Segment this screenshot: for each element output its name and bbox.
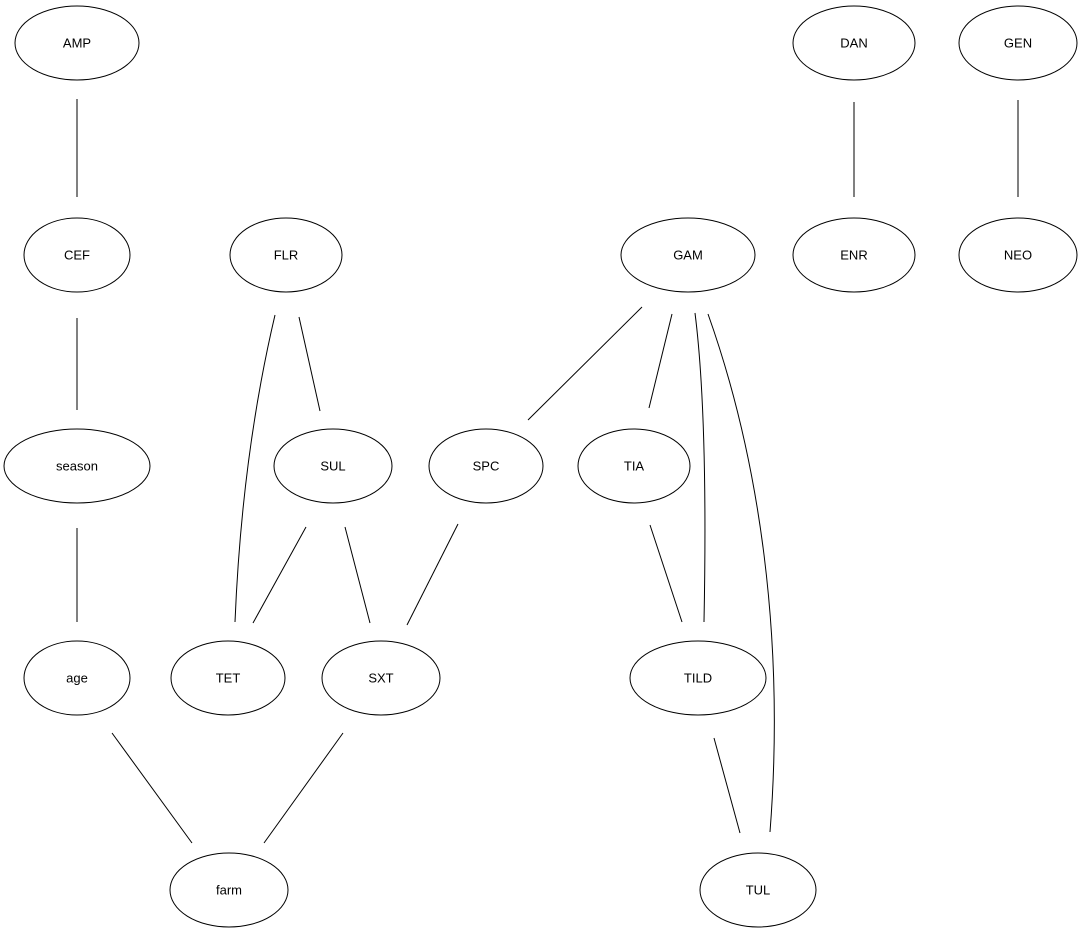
node-NEO: NEO — [958, 217, 1078, 293]
edge-SUL-SXT — [344, 526, 371, 624]
node-label-DAN: DAN — [840, 36, 867, 51]
node-label-season: season — [56, 459, 98, 474]
edge-GAM-TILD — [694, 312, 706, 623]
edge-TIA-TILD — [649, 524, 683, 623]
node-label-TUL: TUL — [746, 883, 771, 898]
node-age: age — [23, 640, 131, 716]
node-DAN: DAN — [792, 5, 916, 81]
edge-age-farm — [111, 732, 193, 844]
node-SPC: SPC — [428, 428, 544, 504]
node-TET: TET — [170, 640, 286, 716]
node-FLR: FLR — [229, 217, 343, 293]
node-label-age: age — [66, 671, 88, 686]
node-TILD: TILD — [629, 640, 767, 716]
node-SXT: SXT — [321, 640, 441, 716]
edge-GAM-TUL — [707, 313, 775, 833]
node-GAM: GAM — [620, 217, 756, 293]
edge-SPC-SXT — [406, 523, 459, 626]
edge-SXT-farm — [263, 732, 344, 844]
edge-GAM-TIA — [648, 313, 673, 409]
nodes-layer: AMP DAN GEN CEF FLR GAM ENR NEO season S… — [3, 5, 1078, 928]
node-SUL: SUL — [273, 428, 393, 504]
node-label-GAM: GAM — [673, 248, 703, 263]
edge-FLR-TET — [234, 314, 276, 623]
edge-TILD-TUL — [713, 737, 741, 834]
node-TUL: TUL — [699, 852, 817, 928]
edge-SUL-TET — [252, 526, 307, 624]
node-label-SUL: SUL — [320, 459, 345, 474]
node-label-NEO: NEO — [1004, 248, 1032, 263]
node-label-farm: farm — [216, 883, 242, 898]
node-TIA: TIA — [577, 428, 691, 504]
edges-layer — [76, 99, 1019, 844]
node-label-ENR: ENR — [840, 248, 867, 263]
node-AMP: AMP — [14, 5, 140, 81]
node-label-SPC: SPC — [473, 459, 500, 474]
node-label-AMP: AMP — [63, 36, 91, 51]
node-farm: farm — [169, 852, 289, 928]
node-label-GEN: GEN — [1004, 36, 1032, 51]
edge-GAM-SPC — [527, 306, 643, 421]
node-label-SXT: SXT — [368, 671, 393, 686]
node-label-TILD: TILD — [684, 671, 712, 686]
node-label-CEF: CEF — [64, 248, 90, 263]
node-ENR: ENR — [792, 217, 916, 293]
node-label-TET: TET — [216, 671, 241, 686]
node-label-FLR: FLR — [274, 248, 299, 263]
node-CEF: CEF — [23, 217, 131, 293]
node-season: season — [3, 428, 151, 504]
edge-FLR-SUL — [298, 316, 321, 412]
node-label-TIA: TIA — [624, 459, 645, 474]
node-GEN: GEN — [958, 5, 1078, 81]
